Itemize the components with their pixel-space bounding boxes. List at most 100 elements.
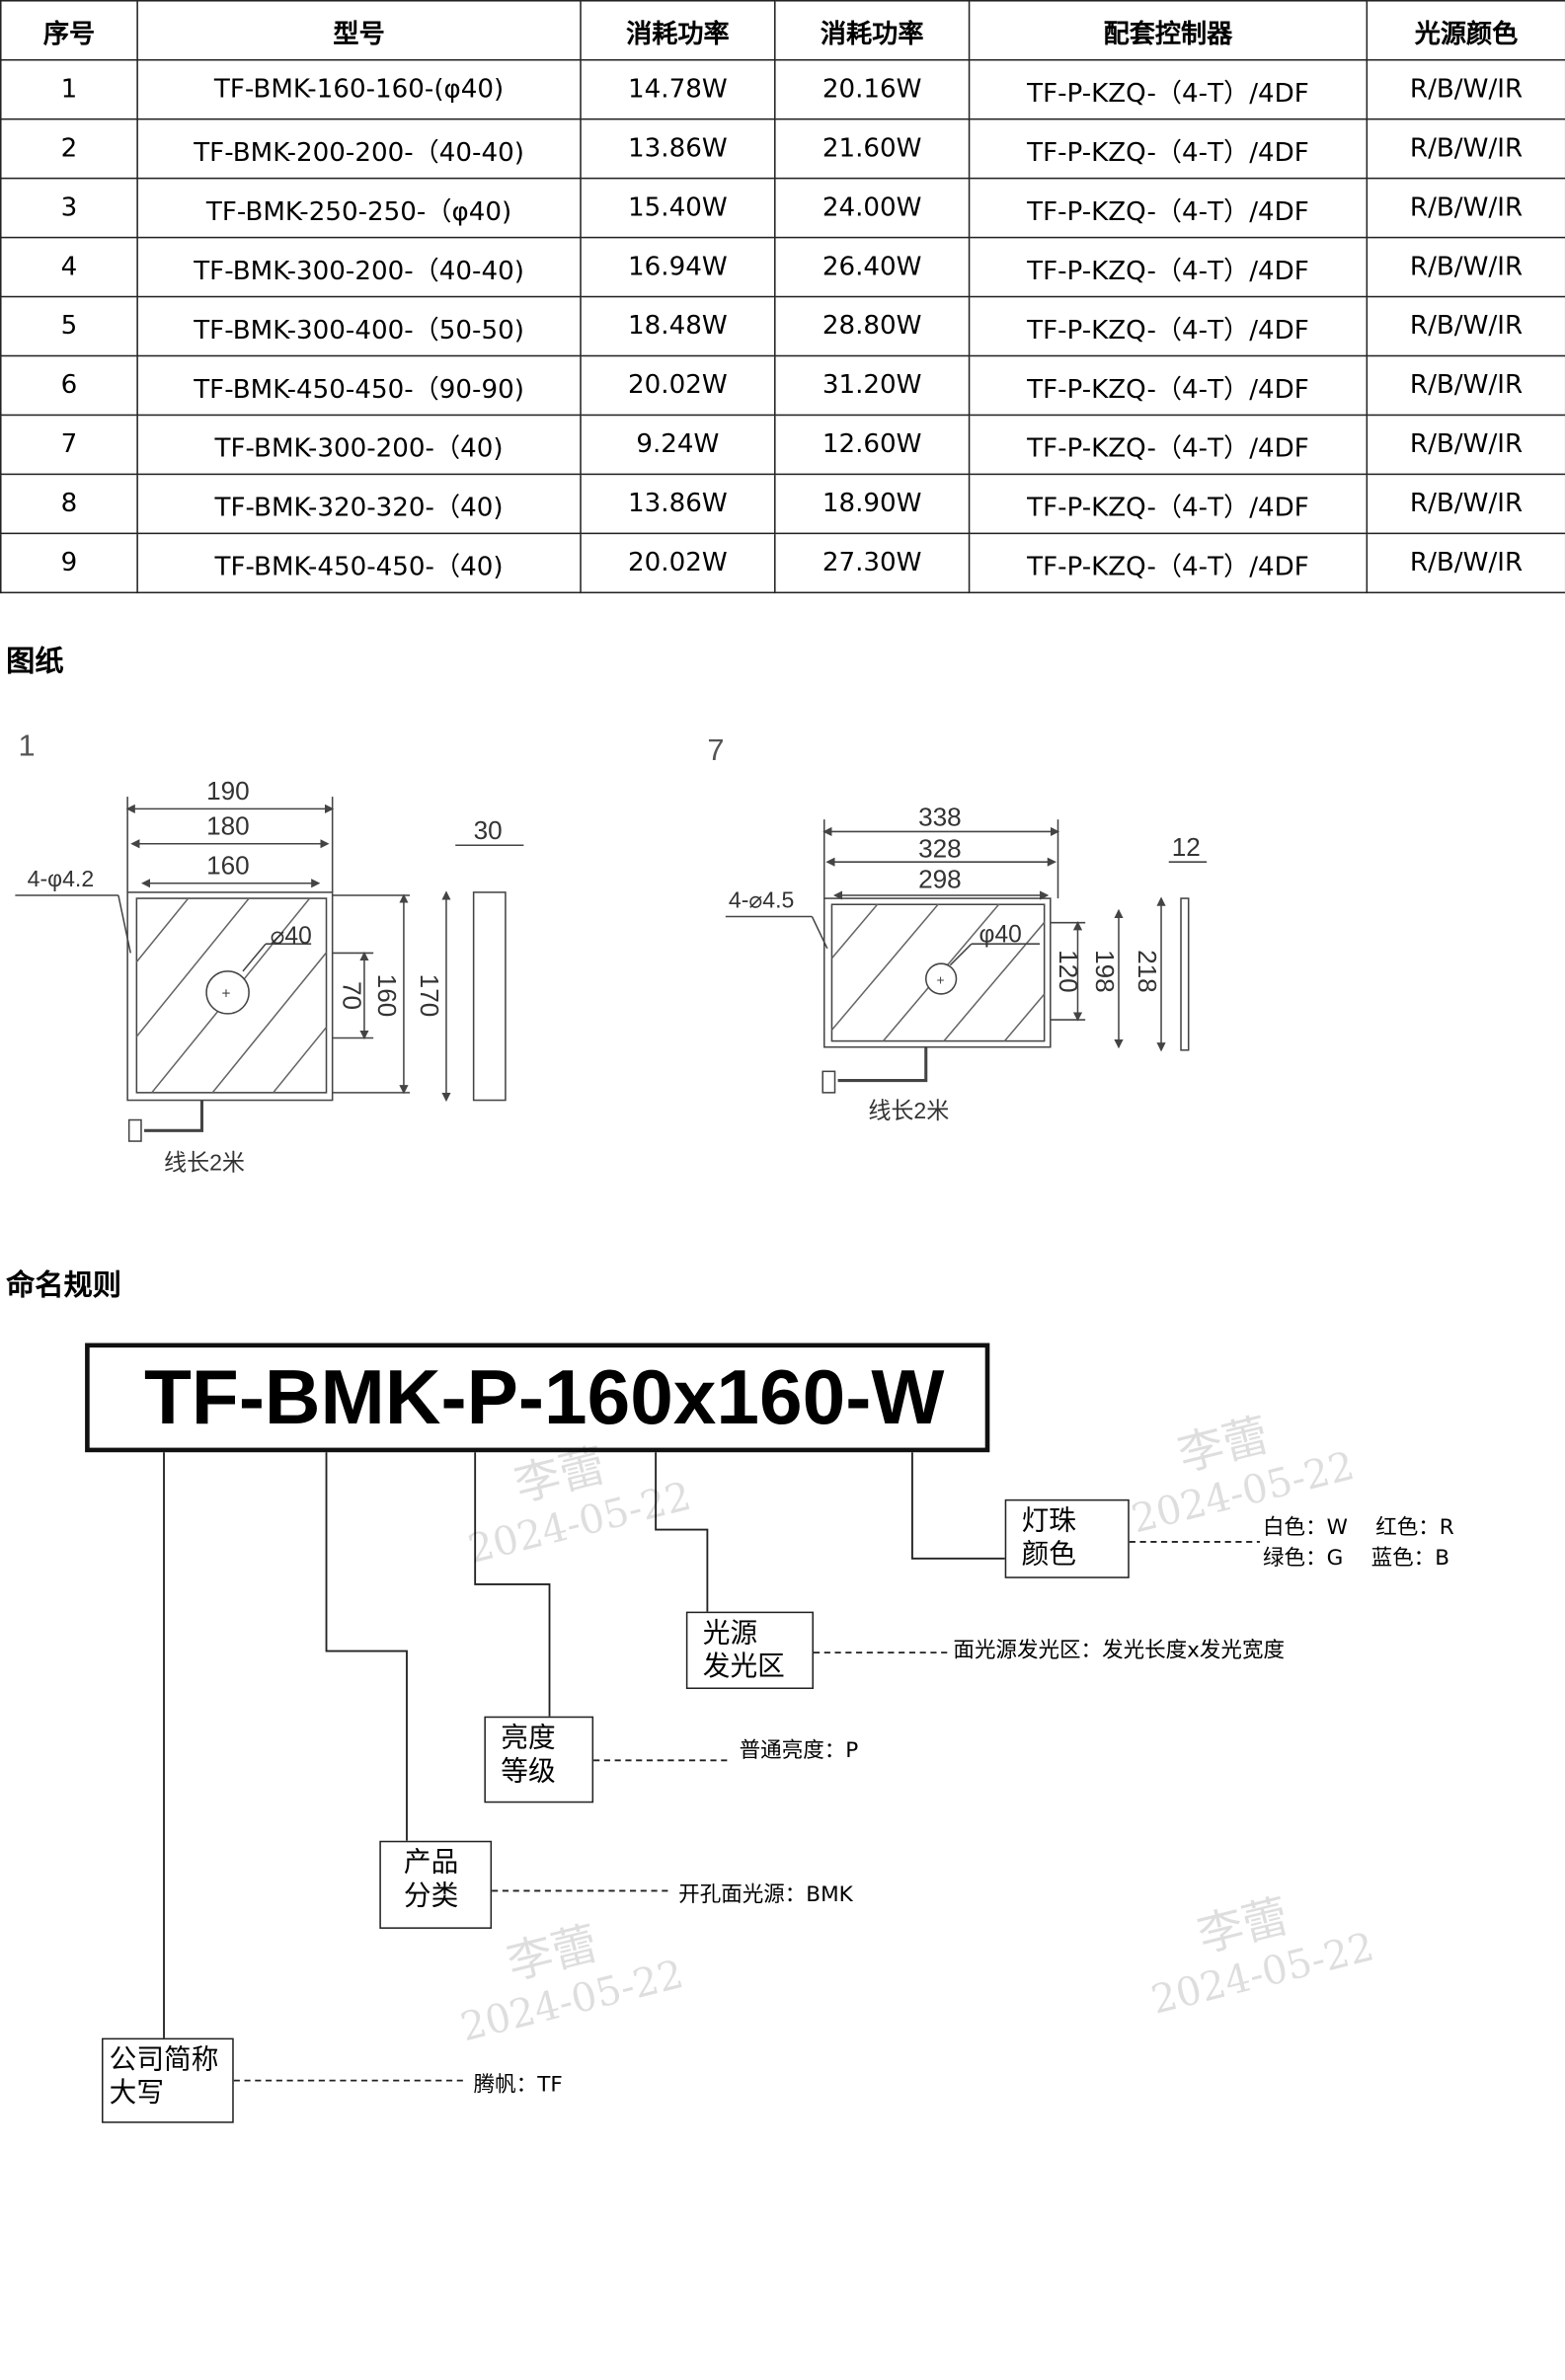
table-cell: TF-P-KZQ-（4-T）/4DF xyxy=(968,354,1369,417)
column-header: 光源颜色 xyxy=(1366,0,1565,61)
dim-width-inner: 298 xyxy=(918,864,962,893)
table-cell: TF-BMK-160-160-(φ40) xyxy=(136,58,582,120)
dim-holes: 4-⌀4.5 xyxy=(729,886,794,912)
table-cell: TF-BMK-450-450-（90-90) xyxy=(136,354,582,417)
drawing-1: 1 + ⌀40 190 180 160 4-φ4.2 70 160 170 xyxy=(15,729,524,1175)
dim-width-outer: 338 xyxy=(918,802,962,831)
table-cell: R/B/W/IR xyxy=(1366,473,1565,535)
drawing-number: 7 xyxy=(707,732,724,767)
dim-width-mid: 180 xyxy=(206,811,250,841)
table-cell: TF-BMK-300-200-（40) xyxy=(136,414,582,476)
note-company: 腾帆：TF xyxy=(473,2072,563,2098)
dim-circle: φ40 xyxy=(979,922,1022,949)
note-category: 开孔面光源：BMK xyxy=(678,1882,853,1908)
table-cell: 2 xyxy=(0,117,138,180)
table-cell: TF-P-KZQ-（4-T）/4DF xyxy=(968,117,1369,180)
svg-text:+: + xyxy=(937,972,945,988)
table-cell: TF-P-KZQ-（4-T）/4DF xyxy=(968,414,1369,476)
note-color-2: 绿色：G 蓝色：B xyxy=(1263,1546,1449,1572)
note-brightness: 普通亮度：P xyxy=(739,1738,859,1764)
note-color-1: 白色：W 红色：R xyxy=(1263,1515,1454,1541)
table-cell: TF-P-KZQ-（4-T）/4DF xyxy=(968,236,1369,298)
dim-height-outer: 218 xyxy=(1133,950,1162,993)
column-header: 消耗功率 xyxy=(774,0,971,61)
table-cell: 5 xyxy=(0,295,138,357)
box-bead-color: 灯珠颜色 xyxy=(1004,1498,1130,1578)
table-cell: R/B/W/IR xyxy=(1366,532,1565,594)
table-cell: TF-P-KZQ-（4-T）/4DF xyxy=(968,177,1369,239)
table-cell: TF-BMK-320-320-（40) xyxy=(136,473,582,535)
dim-depth: 12 xyxy=(1172,832,1201,862)
table-cell: TF-BMK-450-450-（40) xyxy=(136,532,582,594)
table-cell: R/B/W/IR xyxy=(1366,354,1565,417)
dim-width-inner: 160 xyxy=(206,850,250,880)
table-cell: R/B/W/IR xyxy=(1366,236,1565,298)
table-cell: 27.30W xyxy=(774,532,971,594)
table-cell: 4 xyxy=(0,236,138,298)
table-cell: 28.80W xyxy=(774,295,971,357)
table-cell: 24.00W xyxy=(774,177,971,239)
table-cell: 31.20W xyxy=(774,354,971,417)
dim-width-outer: 190 xyxy=(206,776,250,806)
column-header: 型号 xyxy=(136,0,582,61)
table-cell: 20.02W xyxy=(580,354,776,417)
table-cell: 13.86W xyxy=(580,117,776,180)
table-cell: 20.02W xyxy=(580,532,776,594)
table-cell: 9.24W xyxy=(580,414,776,476)
table-cell: 13.86W xyxy=(580,473,776,535)
table-cell: 18.48W xyxy=(580,295,776,357)
dim-width-mid: 328 xyxy=(918,834,962,864)
dim-height-mid: 198 xyxy=(1090,950,1120,993)
dim-circle: ⌀40 xyxy=(271,923,312,950)
cable-length-label: 线长2米 xyxy=(164,1149,245,1175)
table-header-row: 序号型号消耗功率消耗功率配套控制器光源颜色 xyxy=(0,0,1565,61)
table-cell: 20.16W xyxy=(774,58,971,120)
dim-height-inner: 120 xyxy=(1054,950,1083,993)
table-cell: R/B/W/IR xyxy=(1366,117,1565,180)
drawing-number: 1 xyxy=(18,729,35,763)
cable-length-label: 线长2米 xyxy=(868,1098,949,1123)
table-cell: R/B/W/IR xyxy=(1366,177,1565,239)
box-product-category: 产品分类 xyxy=(379,1840,493,1929)
table-cell: 3 xyxy=(0,177,138,239)
box-emitting-area: 光源发光区 xyxy=(685,1611,814,1690)
table-cell: 14.78W xyxy=(580,58,776,120)
section-title-drawings: 图纸 xyxy=(6,645,64,679)
table-cell: 21.60W xyxy=(774,117,971,180)
technical-drawings: 1 + ⌀40 190 180 160 4-φ4.2 70 160 170 xyxy=(15,729,1208,1175)
panel-outline xyxy=(126,891,334,1102)
side-view xyxy=(472,891,507,1102)
table-cell: 6 xyxy=(0,354,138,417)
dim-height-mid: 160 xyxy=(372,974,402,1018)
dim-holes: 4-φ4.2 xyxy=(28,866,94,891)
table-cell: 7 xyxy=(0,414,138,476)
table-cell: 26.40W xyxy=(774,236,971,298)
column-header: 序号 xyxy=(0,0,138,61)
table-cell: TF-BMK-250-250-（φ40) xyxy=(136,177,582,239)
table-cell: R/B/W/IR xyxy=(1366,58,1565,120)
dim-height-outer: 170 xyxy=(415,974,444,1018)
table-cell: TF-BMK-200-200-（40-40) xyxy=(136,117,582,180)
table-cell: 16.94W xyxy=(580,236,776,298)
box-company-abbr: 公司简称大写 xyxy=(101,2037,234,2123)
naming-code-box: TF-BMK-P-160x160-W xyxy=(85,1343,990,1453)
side-view xyxy=(1180,897,1190,1051)
hatching xyxy=(136,898,327,1093)
section-title-naming: 命名规则 xyxy=(6,1268,122,1303)
table-cell: TF-BMK-300-400-（50-50) xyxy=(136,295,582,357)
column-header: 配套控制器 xyxy=(968,0,1369,61)
dim-height-inner: 70 xyxy=(337,981,366,1010)
table-cell: TF-P-KZQ-（4-T）/4DF xyxy=(968,58,1369,120)
column-header: 消耗功率 xyxy=(580,0,776,61)
table-cell: R/B/W/IR xyxy=(1366,295,1565,357)
table-cell: 12.60W xyxy=(774,414,971,476)
table-cell: TF-P-KZQ-（4-T）/4DF xyxy=(968,473,1369,535)
